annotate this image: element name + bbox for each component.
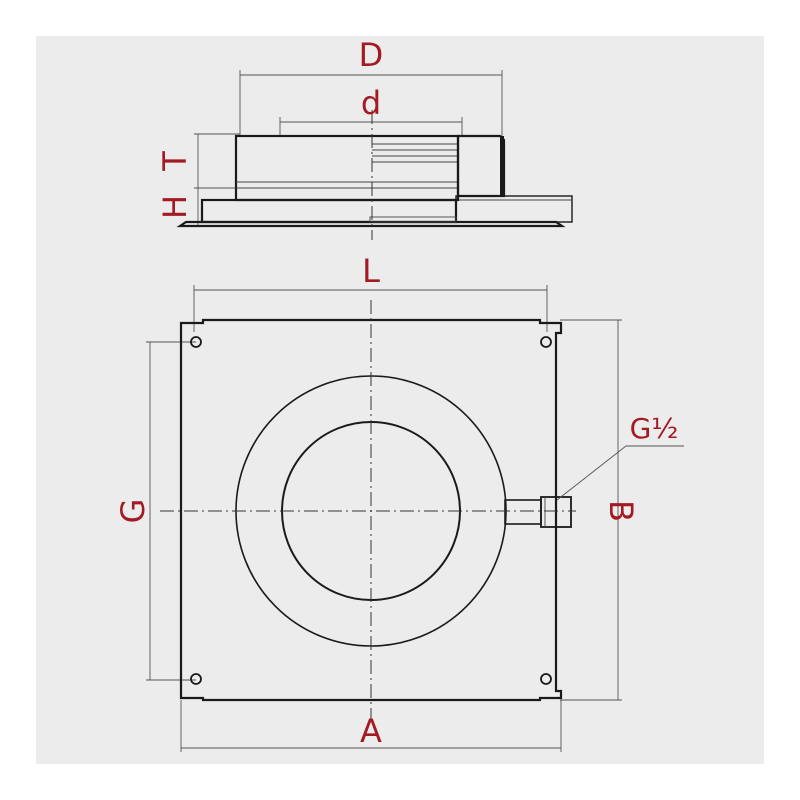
- side-view: [176, 70, 573, 240]
- label-B: B: [602, 500, 640, 522]
- bolt-hole-top-right: [540, 336, 552, 348]
- socket-body: [504, 499, 542, 525]
- label-D: D: [359, 36, 384, 74]
- top-view: [146, 285, 684, 752]
- socket-nut: [540, 496, 572, 528]
- label-d: d: [361, 84, 381, 122]
- label-G-half: G½: [630, 412, 679, 445]
- plate-outline: [179, 318, 563, 702]
- bolt-hole-top-left: [190, 336, 202, 348]
- label-T: T: [156, 151, 194, 172]
- label-G: G: [114, 499, 152, 524]
- label-L: L: [362, 252, 380, 290]
- label-A: A: [360, 712, 382, 750]
- bolt-hole-bottom-left: [190, 673, 202, 685]
- bolt-hole-bottom-right: [540, 673, 552, 685]
- label-H: H: [156, 195, 194, 219]
